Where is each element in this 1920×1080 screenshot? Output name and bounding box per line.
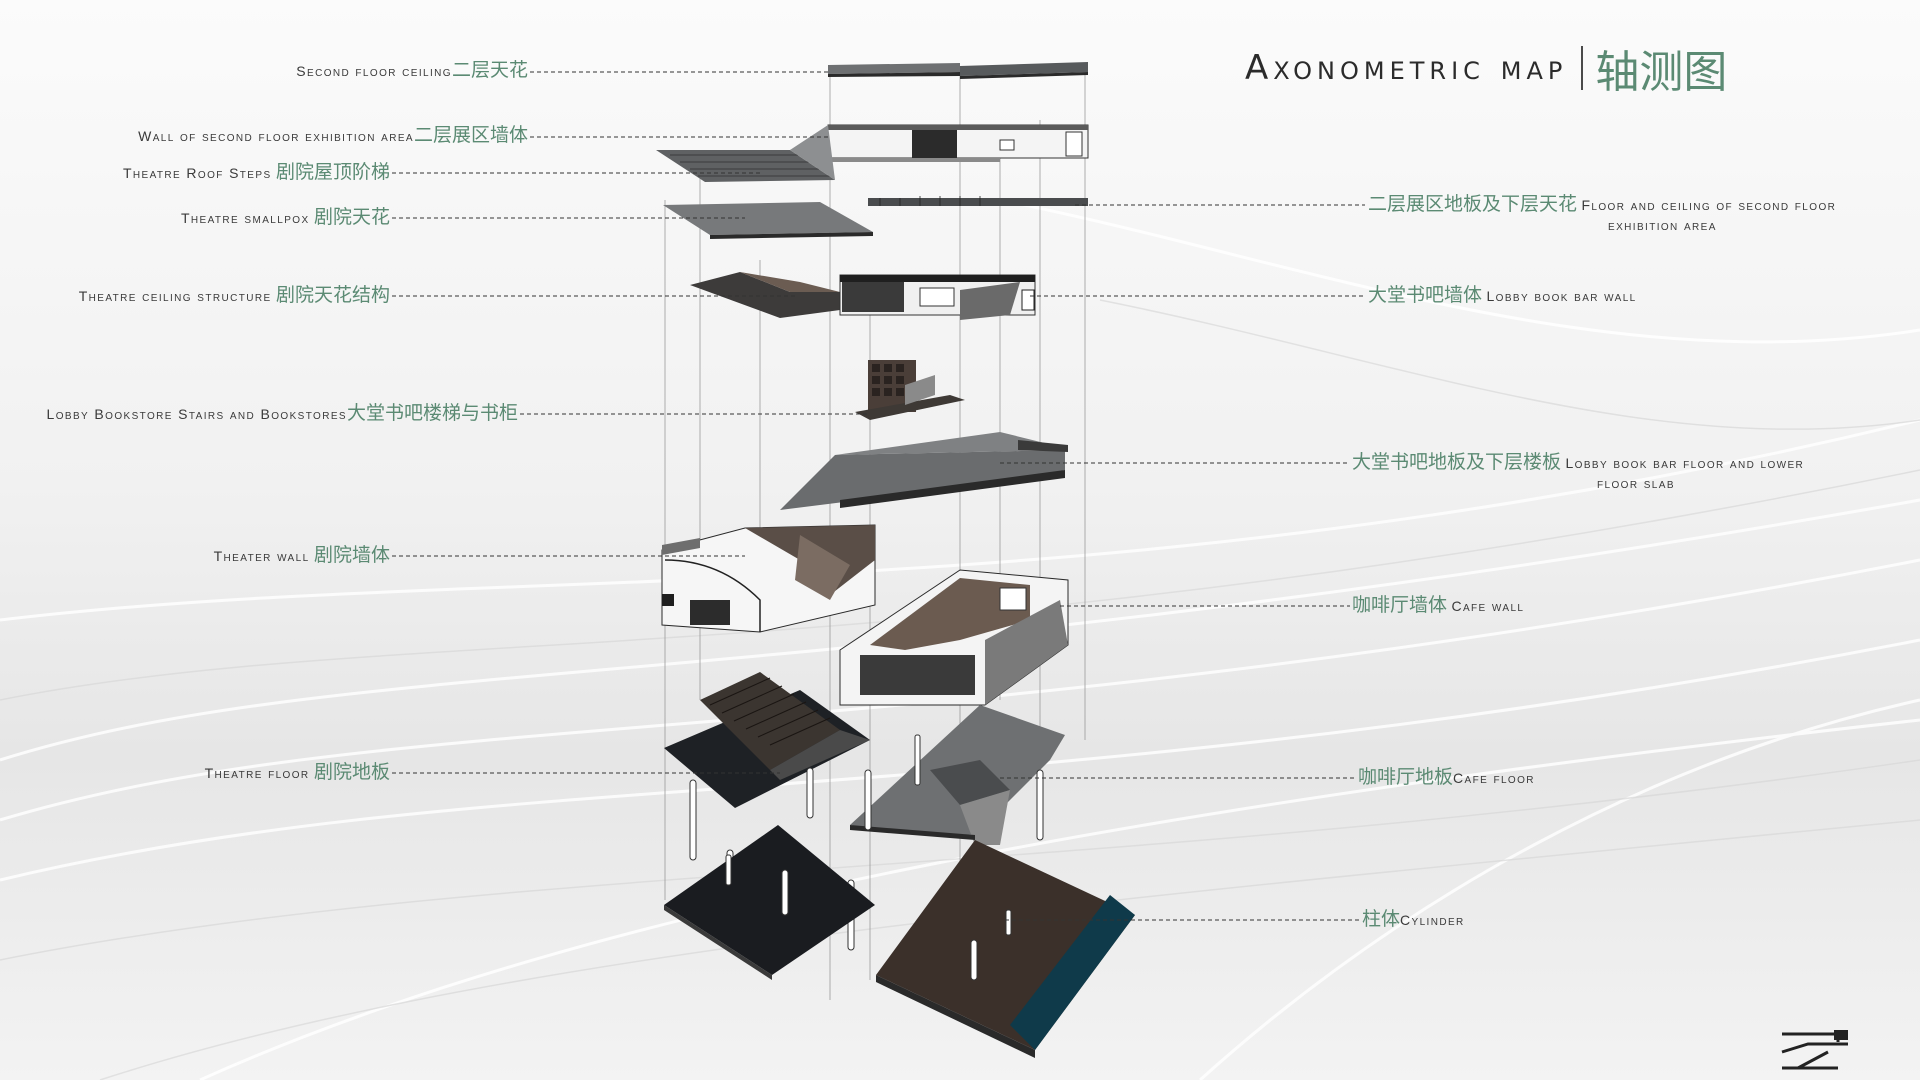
title-english: Axonometric map: [1245, 48, 1568, 88]
cafe-wall-shape: [839, 569, 1069, 706]
theatre-floor-shape: [664, 672, 870, 808]
label-cafe-floor: 咖啡厅地板Cafe floor: [1358, 766, 1535, 788]
label-second-floor-ceiling: Second floor ceiling二层天花: [296, 59, 528, 81]
theatre-smallpox-shape: [663, 202, 873, 239]
cafe-floor-shape: [850, 705, 1065, 845]
leader-lines-right: [1000, 204, 1365, 921]
label-theatre-ceiling-structure: Theatre ceiling structure 剧院天花结构: [78, 284, 390, 306]
second-floor-ceiling-shape: [828, 62, 1088, 79]
studio-logo-icon: [1781, 1030, 1848, 1070]
label-theatre-floor: Theatre floor 剧院地板: [204, 761, 390, 783]
cafe-foundation-slab: [876, 840, 1135, 1058]
label-lobby-book-bar-floor: 大堂书吧地板及下层楼板 Lobby book bar floor and low…: [1352, 451, 1805, 491]
second-floor-exhibition-floor-shape: [868, 196, 1088, 206]
theatre-foundation-slab: [664, 825, 875, 980]
title-chinese: 轴测图: [1595, 47, 1728, 98]
label-theatre-smallpox: Theatre smallpox 剧院天花: [180, 206, 390, 228]
theatre-roof-steps-shape: [656, 125, 835, 182]
lobby-bookstore-stairs-shape: [855, 360, 965, 420]
label-cafe-wall: 咖啡厅墙体 Cafe wall: [1352, 594, 1525, 616]
theatre-ceiling-structure-shape: [690, 272, 840, 318]
page-title: Axonometric map 轴测图: [1245, 38, 1727, 98]
label-lobby-book-bar-wall: 大堂书吧墙体 Lobby book bar wall: [1368, 284, 1637, 306]
label-second-floor-exhibition-wall: Wall of second floor exhibition area二层展区…: [138, 124, 528, 146]
theater-wall-shape: [661, 524, 876, 633]
label-theatre-roof-steps: Theatre Roof Steps 剧院屋顶阶梯: [122, 161, 390, 183]
title-divider: [1581, 46, 1584, 90]
label-second-floor-exhibition-floor: 二层展区地板及下层天花 Floor and ceiling of second …: [1368, 193, 1837, 233]
label-cylinder: 柱体Cylinder: [1362, 908, 1465, 930]
label-lobby-bookstore-stairs: Lobby Bookstore Stairs and Bookstores大堂书…: [46, 402, 518, 424]
lobby-book-bar-floor-shape: [780, 432, 1068, 510]
lobby-book-bar-wall-shape: [839, 274, 1036, 320]
second-floor-exhibition-wall-shape: [827, 124, 1089, 162]
label-theater-wall: Theater wall 剧院墙体: [213, 544, 390, 566]
leader-lines-left: [392, 71, 870, 774]
